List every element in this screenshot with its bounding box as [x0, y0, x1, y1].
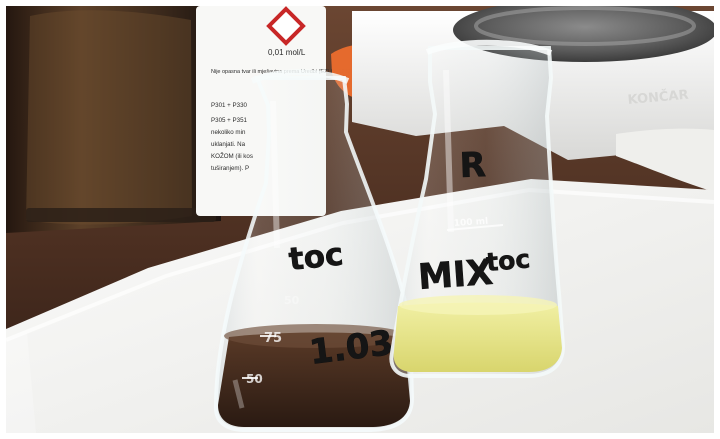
bottle-label-line-7: tuširanjem). P	[211, 165, 249, 172]
right-flask: R MIX toc 100 ml	[389, 39, 566, 378]
right-flask-main-label: MIX	[417, 253, 494, 298]
bottle-label-line-2: P301 + P330	[211, 102, 248, 109]
right-flask-volume-mark: 100 ml	[454, 217, 489, 229]
bottle-concentration: 0,01 mol/L	[268, 48, 306, 57]
left-flask-scale-upper: 50	[284, 294, 300, 307]
burner-ring	[474, 6, 696, 46]
left-liquid-surface	[224, 324, 408, 348]
left-flask-scale-75: 75	[264, 331, 282, 346]
right-flask-gloss	[443, 69, 454, 233]
lab-scene: 0,01 mol/L Nije opasna tvar ili mješavin…	[6, 6, 714, 433]
brown-bottle	[6, 6, 221, 233]
bottle-base-band	[26, 208, 216, 222]
right-flask-liquid	[393, 302, 562, 372]
lab-photo: 0,01 mol/L Nije opasna tvar ili mješavin…	[6, 6, 714, 433]
left-flask-top-label: toc	[287, 236, 345, 277]
bottle-label-line-5: uklanjati. Na	[211, 141, 246, 148]
hazard-diamond-icon	[266, 6, 306, 46]
hot-plate-brand: KONČAR	[627, 87, 689, 108]
right-flask-glass	[389, 46, 566, 378]
right-flask-rim	[425, 39, 553, 56]
bottle-label-line-6: KOŽOM (ili kos	[211, 152, 253, 160]
bottle-label-line-3: P305 + P351	[211, 117, 248, 124]
left-flask-rim	[250, 69, 350, 84]
left-paper-glare	[6, 333, 36, 433]
right-liquid-surface	[399, 295, 557, 315]
bottle-label-line-4: nekoliko min	[211, 129, 246, 136]
left-flask: toc 1.03 75 50 50	[213, 69, 415, 432]
right-flask-volume-line	[446, 224, 504, 231]
right-flask-top-label: R	[459, 145, 487, 186]
left-flask-liquid	[218, 332, 410, 427]
right-flask-side-label: toc	[485, 244, 531, 277]
bottle-reflection	[26, 10, 192, 225]
white-tissue	[616, 128, 714, 192]
left-flask-gloss	[270, 100, 280, 249]
left-flask-lower-gloss	[232, 379, 245, 409]
